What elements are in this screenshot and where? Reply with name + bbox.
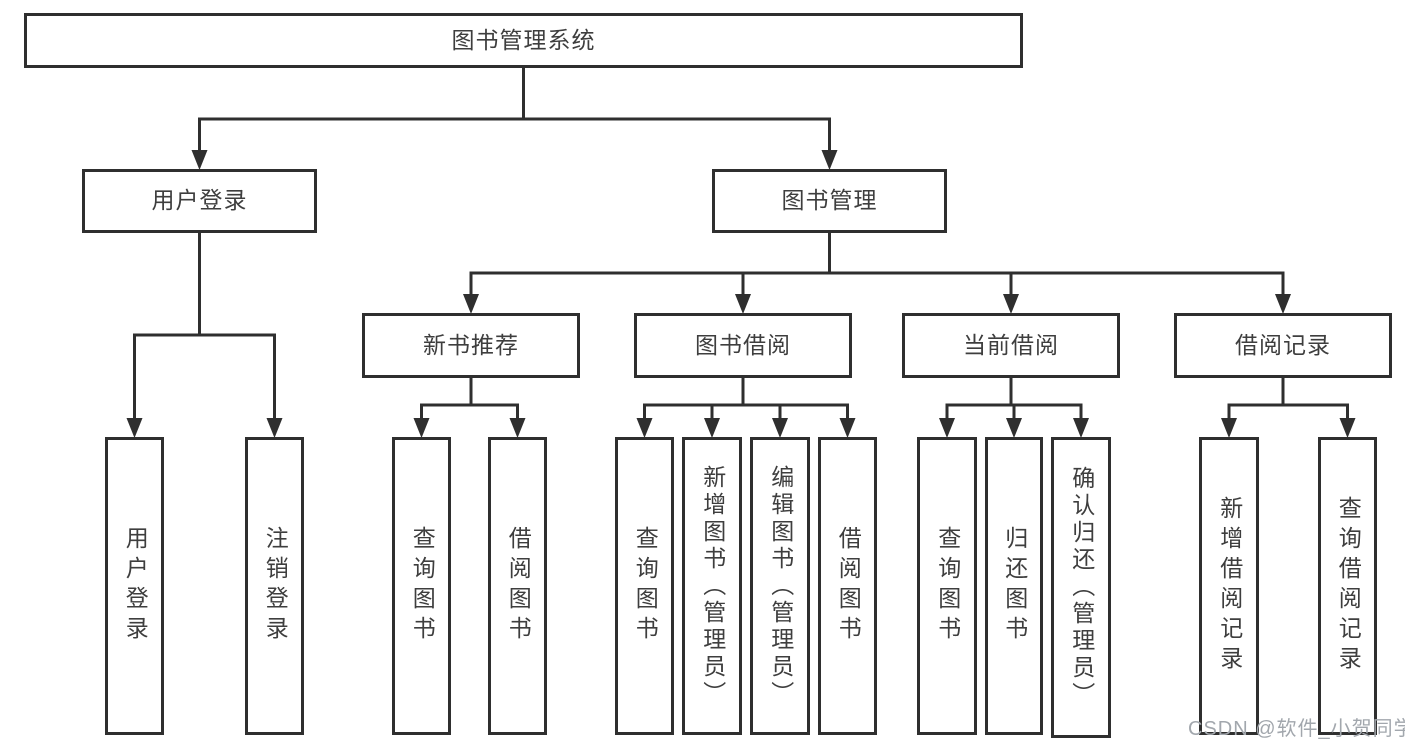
arrowhead xyxy=(839,418,856,438)
arrowhead xyxy=(1221,418,1237,438)
node-leaf-logout: 注销登录 xyxy=(245,437,304,735)
node-leaf-add-borrow-record: 新增借阅记录 xyxy=(1199,437,1259,735)
arrowhead xyxy=(704,418,720,438)
node-leaf-query-borrow-record: 查询借阅记录 xyxy=(1318,437,1377,735)
node-new-book-recommend: 新书推荐 xyxy=(362,313,580,378)
node-book-borrow: 图书借阅 xyxy=(634,313,852,378)
arrowhead xyxy=(1339,418,1356,438)
node-leaf-user-login: 用户登录 xyxy=(105,437,164,735)
node-leaf-confirm-return: 确认归还（管理员） xyxy=(1051,437,1111,738)
arrowhead xyxy=(939,418,955,438)
node-book-management: 图书管理 xyxy=(712,169,947,233)
arrowhead xyxy=(1073,418,1089,438)
arrowhead xyxy=(266,418,283,438)
node-leaf-query-book-2: 查询图书 xyxy=(615,437,674,735)
node-user-login-group: 用户登录 xyxy=(82,169,317,233)
arrowhead xyxy=(735,294,751,314)
node-leaf-query-book-1: 查询图书 xyxy=(392,437,451,735)
node-leaf-borrow-book-2: 借阅图书 xyxy=(818,437,877,735)
arrowhead xyxy=(772,418,788,438)
watermark-text: CSDN @软件_小贺同学 xyxy=(1188,718,1405,740)
node-current-borrow: 当前借阅 xyxy=(902,313,1120,378)
node-leaf-add-book: 新增图书（管理员） xyxy=(682,437,742,735)
node-root: 图书管理系统 xyxy=(24,13,1023,68)
node-leaf-borrow-book-1: 借阅图书 xyxy=(488,437,547,735)
arrowhead xyxy=(1003,294,1019,314)
arrowhead xyxy=(1006,418,1022,438)
arrowhead xyxy=(413,418,430,438)
node-leaf-query-book-3: 查询图书 xyxy=(917,437,977,735)
node-borrow-records: 借阅记录 xyxy=(1174,313,1392,378)
node-leaf-edit-book: 编辑图书（管理员） xyxy=(750,437,810,735)
arrowhead xyxy=(509,418,526,438)
node-leaf-return-book: 归还图书 xyxy=(985,437,1043,735)
arrowhead xyxy=(126,418,143,438)
arrowhead xyxy=(821,150,838,170)
arrowhead xyxy=(1275,294,1291,314)
arrowhead xyxy=(636,418,653,438)
arrowhead xyxy=(191,150,208,170)
arrowhead xyxy=(463,294,479,314)
